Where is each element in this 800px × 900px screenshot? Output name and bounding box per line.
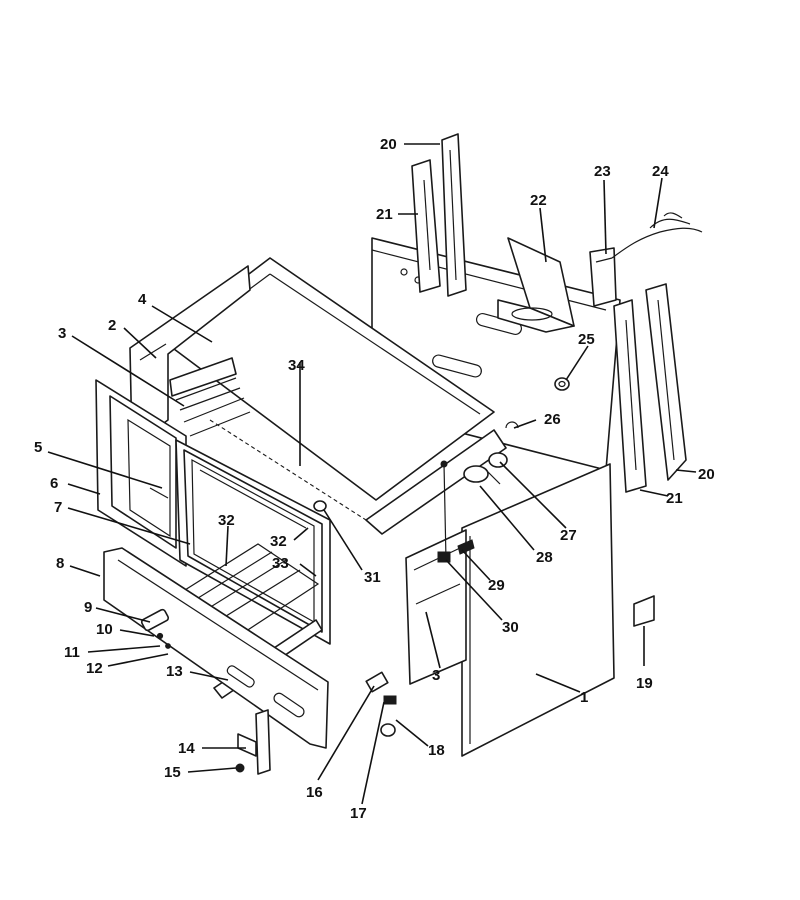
callout-33: 33 [272,555,289,572]
callout-3-upper: 3 [58,325,66,342]
grommet [554,377,570,391]
callout-20: 20 [380,136,397,153]
callout-15: 15 [164,764,181,781]
callout-16: 16 [306,784,323,801]
callout-25: 25 [578,331,595,348]
callout-8: 8 [56,555,64,572]
wire-harness [611,212,703,259]
thermostat-sensor [437,460,451,563]
callout-32-door: 32 [270,533,287,550]
door-clip [313,500,327,512]
rack-support-upper [169,357,251,437]
callout-2: 2 [108,317,116,334]
junction-box [589,247,617,307]
mounting-bracket [633,595,655,627]
callout-23: 23 [594,163,611,180]
door-hinge [140,608,171,649]
callout-labels: 20 21 22 23 24 25 26 27 28 29 30 31 34 4… [34,136,715,822]
door-outer-frame [95,379,187,567]
callout-24: 24 [652,163,669,180]
callout-34: 34 [288,357,305,374]
leader-lines [47,143,697,805]
callout-18: 18 [428,742,445,759]
callout-27: 27 [560,527,577,544]
callout-9: 9 [84,599,92,616]
callout-28: 28 [536,549,553,566]
callout-21: 21 [376,206,393,223]
callout-12: 12 [86,660,103,677]
callout-13: 13 [166,663,183,680]
door-inner-panel [175,439,331,645]
callout-21-right: 21 [666,490,683,507]
callout-11: 11 [64,644,80,661]
callout-5: 5 [34,439,42,456]
callout-31: 31 [364,569,381,586]
callout-10: 10 [96,621,113,638]
callout-4: 4 [138,291,147,308]
callout-1: 1 [580,689,588,706]
lower-front-panel [405,529,467,685]
oven-light-bulb [488,452,508,468]
callout-7: 7 [54,499,62,516]
callout-29: 29 [488,577,505,594]
callout-22: 22 [530,192,547,209]
leveling-leg [365,671,397,737]
rear-corner-post-left [411,133,467,297]
oven-light-socket [463,465,501,485]
callout-32-rack: 32 [218,512,235,529]
callout-17: 17 [350,805,367,822]
callout-20-right: 20 [698,466,715,483]
door-glass [127,418,171,538]
element-cover [497,237,575,333]
callout-26: 26 [544,411,561,428]
leveling-leg-bracket [237,709,271,775]
screw [235,763,245,773]
callout-6: 6 [50,475,58,492]
right-side-panel [461,463,615,757]
callout-30: 30 [502,619,519,636]
front-corner-post-right [613,283,687,493]
drawer-front [103,547,329,749]
callout-19: 19 [636,675,653,692]
oven-liner [209,419,507,535]
callout-14: 14 [178,740,195,757]
callout-3-lower: 3 [432,667,440,684]
